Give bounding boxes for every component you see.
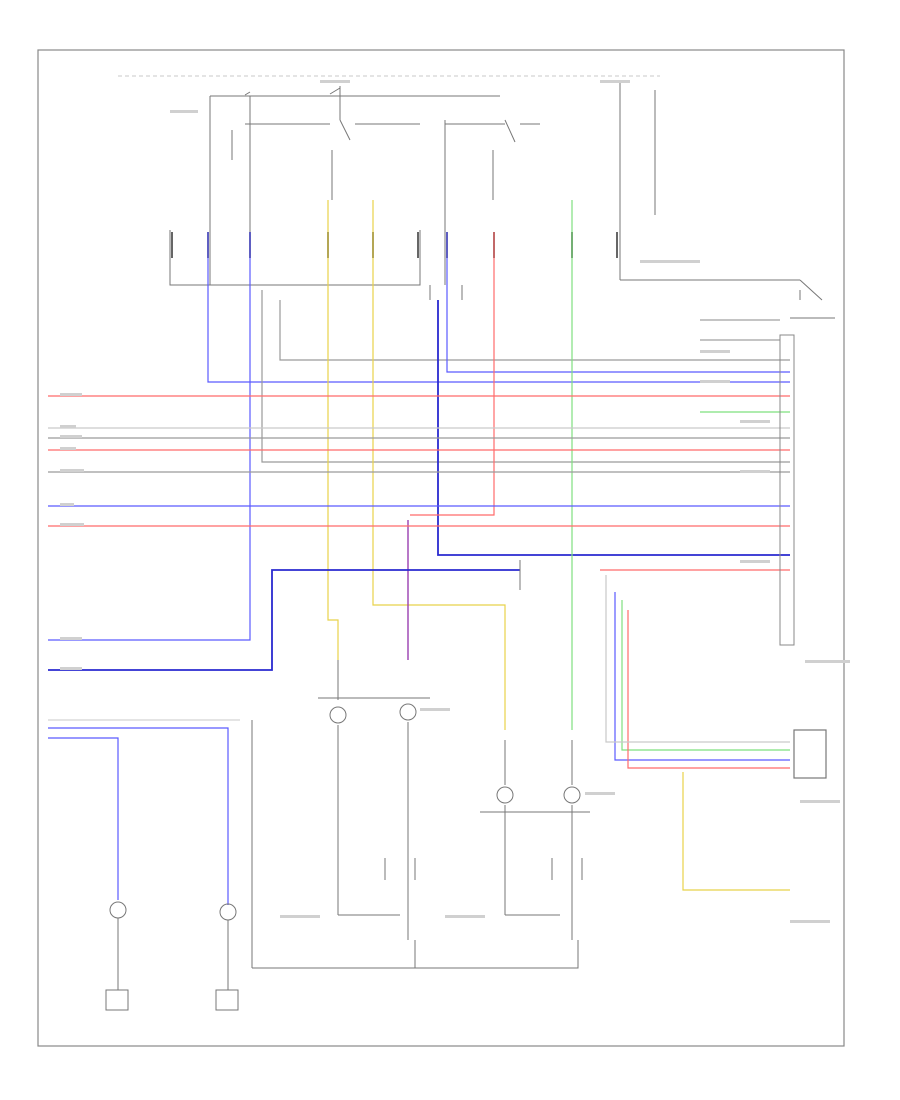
wire-gray-a (261, 290, 790, 463)
wire-blue-2 (48, 232, 251, 641)
top-switch-block (169, 80, 835, 319)
label-marks (60, 80, 850, 923)
lamps-middle (252, 660, 590, 969)
wire-dark-blue-2 (48, 569, 520, 671)
connector-marks-top (171, 232, 618, 258)
wire-gray-b (279, 300, 790, 361)
lamps-left (48, 719, 253, 1011)
wire-red-vert (410, 232, 495, 516)
diagram-frame (37, 49, 845, 1047)
wire-blue-3 (446, 232, 790, 373)
wire-yellow-2 (372, 200, 506, 730)
wire-yellow-1 (327, 200, 339, 660)
sensor-harness (605, 575, 827, 891)
ground-symbols (384, 285, 801, 880)
right-module-connector (700, 319, 795, 646)
wire-blue-left (207, 232, 790, 383)
wire-dark-blue (437, 300, 790, 556)
